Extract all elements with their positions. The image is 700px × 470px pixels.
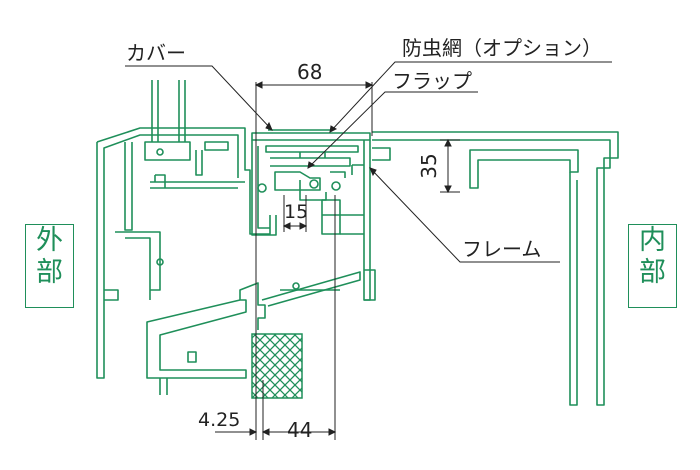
outside-label-top: 外 [36, 225, 63, 256]
inside-label-box: 内 部 [628, 224, 677, 308]
screen-frame-profile [251, 129, 376, 301]
dim-height-right: 35 [417, 153, 441, 178]
dim-width-top: 68 [297, 60, 322, 84]
dim-offset-bottom: 4.25 [198, 409, 240, 431]
cover-label: カバー [126, 41, 186, 65]
dim-width-bottom: 44 [287, 418, 312, 442]
screen-label: 防虫網（オプション） [402, 36, 602, 60]
inside-label-bottom: 部 [639, 257, 666, 288]
frame-label: フレーム [462, 237, 541, 261]
dim-gap-mid: 15 [284, 201, 308, 223]
flap-label: フラップ [392, 69, 472, 93]
glazing-block-hatch [251, 333, 303, 399]
outside-sash-profile [96, 80, 361, 395]
leader-lines [125, 61, 612, 263]
dimension-lines [215, 81, 460, 440]
inside-label-top: 内 [639, 225, 666, 256]
outside-label-box: 外 部 [25, 224, 74, 308]
outside-label-bottom: 部 [36, 257, 63, 288]
inside-frame-profile [372, 131, 619, 406]
